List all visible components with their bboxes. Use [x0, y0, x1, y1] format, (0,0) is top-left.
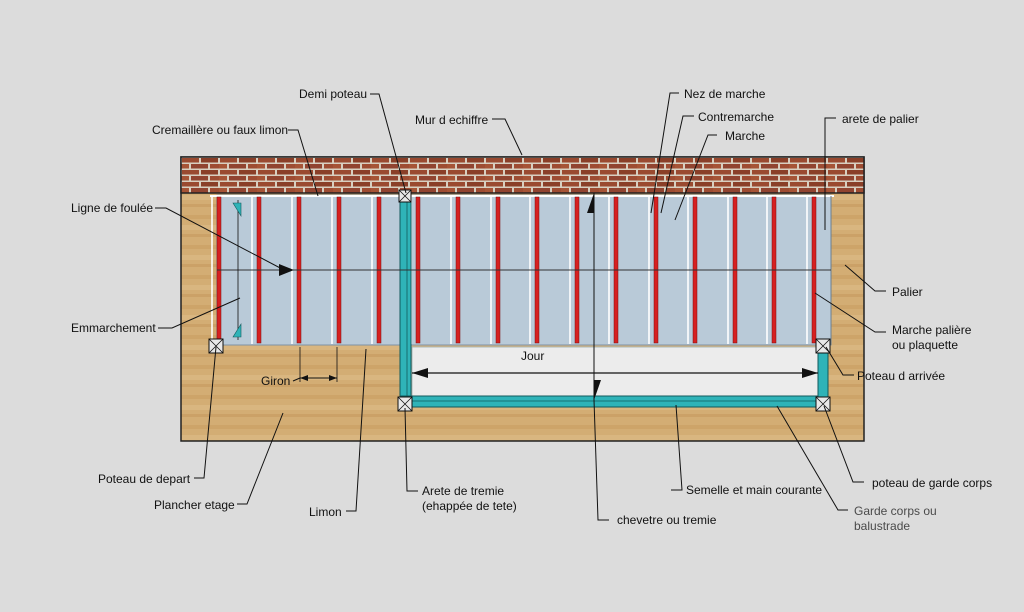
- label-limon: Limon: [309, 505, 342, 519]
- label-poteau-de-depart: Poteau de depart: [98, 472, 191, 486]
- demi-poteau-post: [398, 189, 412, 203]
- jour-opening: [411, 346, 823, 402]
- label-garde-corps: Garde corps ou: [854, 504, 937, 518]
- label-cremaillere: Cremaillère ou faux limon: [152, 123, 288, 137]
- poteau-garde-corps-post: [815, 396, 831, 412]
- leader-lines: [155, 92, 886, 521]
- mur-echiffre-wall: [180, 156, 865, 194]
- emmarchement-dimension: [232, 200, 242, 340]
- label-balustrade: balustrade: [854, 519, 910, 533]
- giron-dimension: [299, 347, 338, 382]
- label-poteau-garde-corps: poteau de garde corps: [872, 476, 992, 490]
- label-contremarche: Contremarche: [698, 110, 774, 124]
- poteau-de-depart-post: [208, 338, 224, 354]
- label-nez-de-marche: Nez de marche: [684, 87, 766, 101]
- label-giron: Giron: [261, 374, 290, 388]
- label-arete-de-palier: arete de palier: [842, 112, 919, 126]
- label-ou-plaquette: ou plaquette: [892, 338, 958, 352]
- label-marche-paliere: Marche palière: [892, 323, 972, 337]
- label-echappee-de-tete: (ehappée de tete): [422, 499, 517, 513]
- label-plancher-etage: Plancher etage: [154, 498, 235, 512]
- arete-de-tremie-post: [397, 396, 413, 412]
- label-arete-de-tremie: Arete de tremie: [422, 484, 504, 498]
- label-mur-echiffre: Mur d echiffre: [415, 113, 488, 127]
- label-palier: Palier: [892, 285, 923, 299]
- labels: Demi poteau Mur d echiffre Nez de marche…: [71, 87, 992, 533]
- label-chevetre: chevetre ou tremie: [617, 513, 717, 527]
- label-poteau-arrivee: Poteau d arrivée: [857, 369, 945, 383]
- label-emmarchement: Emmarchement: [71, 321, 156, 335]
- label-jour: Jour: [521, 349, 544, 363]
- arrow-markers: [279, 193, 601, 400]
- jour-dimension: [412, 368, 818, 378]
- label-ligne-de-foulee: Ligne de foulée: [71, 201, 153, 215]
- label-demi-poteau: Demi poteau: [299, 87, 367, 101]
- label-semelle-main-courante: Semelle et main courante: [686, 483, 822, 497]
- label-marche: Marche: [725, 129, 765, 143]
